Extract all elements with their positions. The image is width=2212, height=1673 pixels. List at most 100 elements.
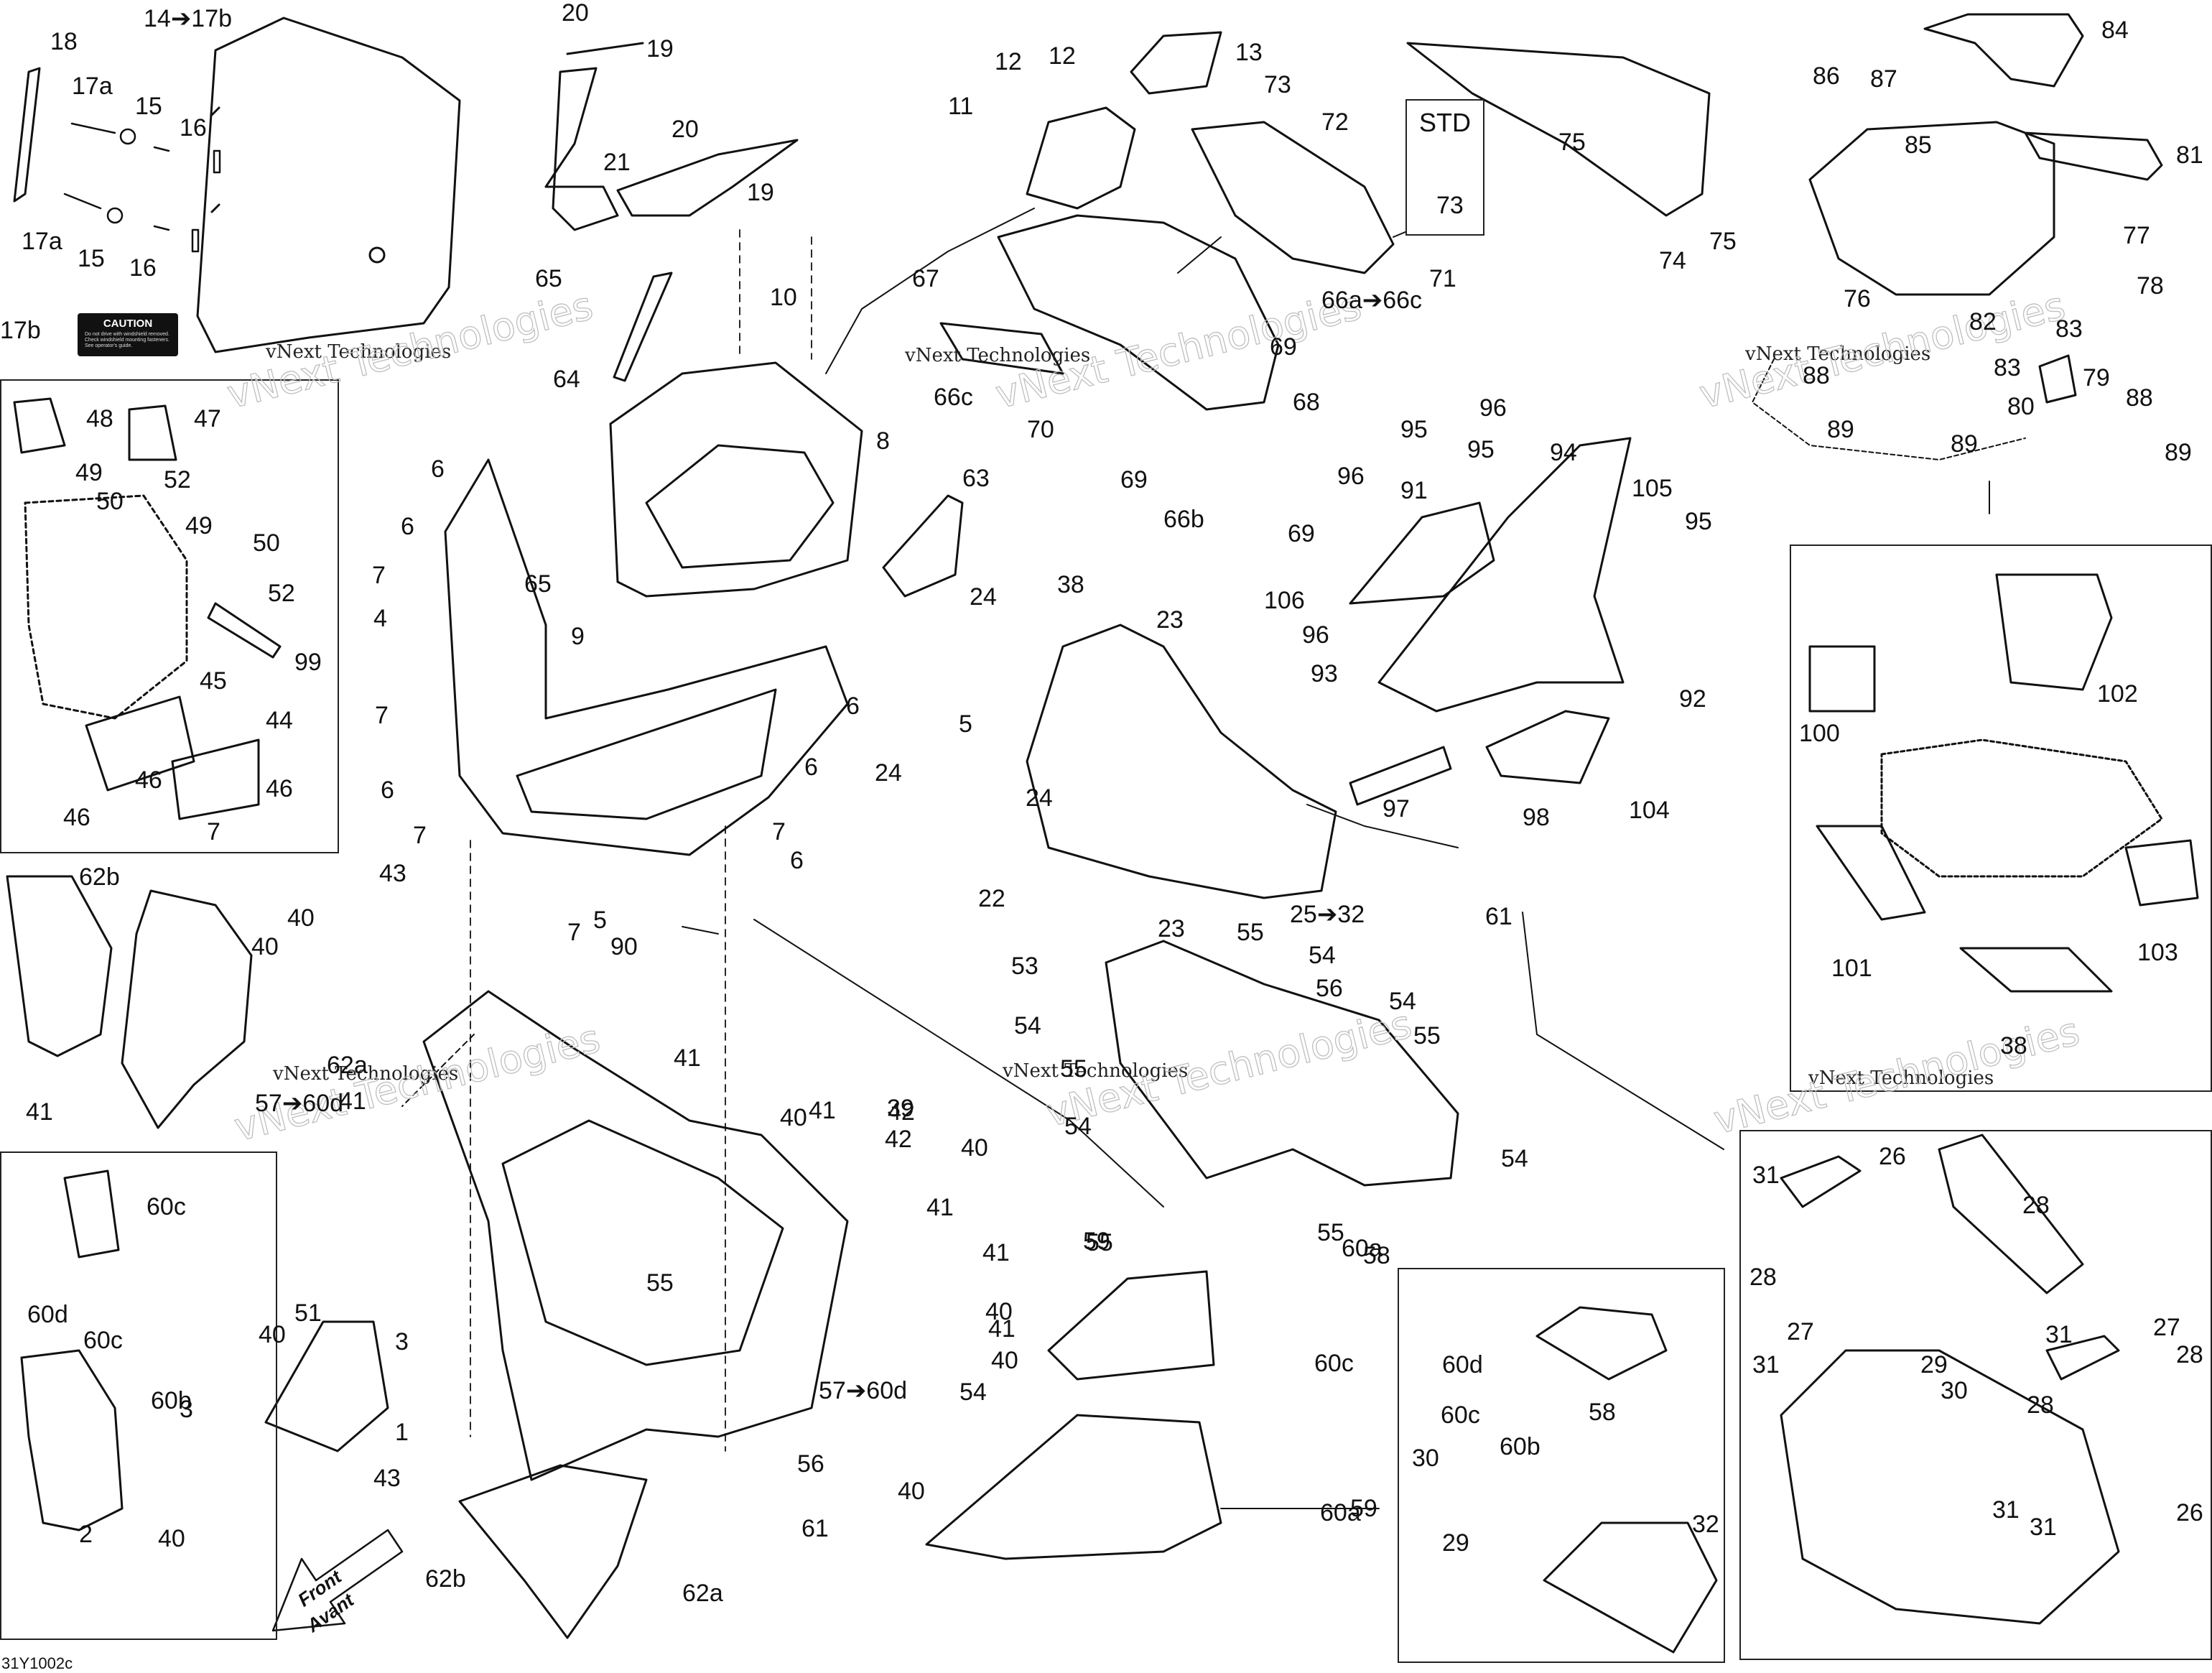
callout-label: 60a [1320, 1499, 1361, 1526]
part-58-lamp-housing-right [1543, 1521, 1718, 1654]
callout-label: 60c [147, 1193, 186, 1220]
callout-label: 90 [610, 933, 638, 960]
right-lower-detail-box [1739, 1130, 2212, 1660]
part-32-column [1938, 1134, 2084, 1294]
callout-label: 60b [1500, 1433, 1540, 1460]
callout-label: 80 [2007, 393, 2035, 420]
windshield-hardware [63, 122, 221, 253]
callout-label: 31 [1752, 1162, 1780, 1189]
callout-label: 73 [1264, 71, 1291, 98]
callout-label: 102 [2097, 680, 2138, 708]
callout-label: 28 [1749, 1264, 1777, 1291]
callout-label: 62a [682, 1580, 723, 1607]
callout-label: 40 [158, 1525, 185, 1552]
callout-label: 54 [1014, 1012, 1041, 1039]
part-99-strip [207, 602, 282, 659]
callout-label: 14➔17b [144, 5, 233, 32]
callout-label: 40 [259, 1321, 286, 1348]
callout-label: 24 [970, 583, 997, 611]
callout-label: 17b [0, 317, 41, 344]
callout-label: 48 [86, 405, 113, 432]
part-58-lamp-housing [20, 1349, 124, 1531]
bolt-19 [566, 42, 644, 55]
callout-label: 81 [2176, 142, 2203, 169]
callout-label: 59 [1350, 1495, 1377, 1522]
part-25-frame [1026, 624, 1337, 899]
callout-label: 52 [268, 580, 295, 607]
watermark: vNext Technologies [273, 1063, 459, 1085]
callout-label: 40 [898, 1478, 925, 1505]
callout-label: 84 [2101, 17, 2129, 44]
callout-label: 45 [200, 667, 227, 695]
callout-label: 41 [988, 1315, 1016, 1343]
caution-body: Do not drive with windshield removed. Ch… [85, 332, 169, 348]
part-98-strip [1349, 746, 1452, 806]
callout-label: 87 [1870, 65, 1897, 93]
callout-label: 58 [1589, 1399, 1616, 1426]
part-66c-grill [939, 322, 1064, 375]
callout-label: 44 [266, 707, 293, 734]
callout-label: 94 [1550, 439, 1577, 466]
callout-label: 104 [1629, 797, 1670, 824]
caution-title: CAUTION [103, 318, 153, 330]
windshield-fastener-marks [210, 106, 220, 213]
callout-label: 7 [413, 822, 427, 849]
part-21-bracket [544, 67, 619, 231]
part-61-cover-left [6, 875, 113, 1057]
callout-label: 55 [1317, 1219, 1344, 1246]
callout-label: 96 [1302, 621, 1329, 649]
callout-label: 75 [1709, 228, 1737, 255]
part-76-housing [1808, 121, 2055, 296]
callout-label: 20 [672, 116, 699, 143]
callout-label: 3 [395, 1328, 409, 1355]
callout-label: 46 [266, 775, 293, 802]
callout-label: 65 [524, 570, 552, 598]
callout-label: 40 [961, 1134, 988, 1162]
callout-label: 49 [185, 512, 213, 539]
callout-label: 38 [2000, 1032, 2027, 1060]
callout-label: 55 [1237, 919, 1264, 946]
callout-label: 24 [1026, 784, 1053, 812]
part-59-lamp [63, 1169, 120, 1259]
callout-label: 72 [1321, 108, 1349, 136]
callout-label: 68 [1293, 389, 1320, 416]
callout-label: 7 [372, 562, 386, 589]
std-title: STD [1419, 108, 1471, 137]
callout-label: 60c [1441, 1401, 1480, 1429]
callout-label: 93 [1311, 660, 1338, 687]
callout-label: 82 [1969, 308, 1997, 335]
callout-label: 71 [1429, 265, 1456, 292]
callout-label: 25➔32 [1290, 901, 1365, 928]
callout-label: 54 [959, 1378, 987, 1406]
callout-label: 50 [253, 529, 280, 557]
callout-label: 19 [646, 35, 674, 62]
callout-label: 43 [373, 1465, 401, 1492]
callout-label: 76 [1844, 285, 1871, 312]
part-79-clip [2038, 354, 2077, 404]
callout-label: 26 [1879, 1143, 1906, 1170]
callout-label: 31 [1992, 1496, 2020, 1524]
callout-label: 61 [1485, 903, 1512, 930]
callout-label: 57➔60d [255, 1090, 344, 1117]
callout-label: 66b [1163, 506, 1204, 533]
part-71-cover [1191, 121, 1395, 274]
part-100-duct [1816, 825, 1926, 921]
part-61-cover-right [1047, 1270, 1215, 1381]
callout-label: 29 [1442, 1529, 1469, 1557]
callout-label: 91 [1400, 477, 1428, 504]
part-90-side-panel [1377, 437, 1632, 713]
watermark: vNext Technologies [1745, 343, 1931, 365]
callout-label: 60c [83, 1327, 123, 1354]
callout-label: 17a [22, 228, 62, 255]
windshield [196, 17, 461, 353]
callout-label: 40 [251, 933, 279, 960]
part-57-headlamp-right [925, 1414, 1222, 1560]
callout-label: 54 [1501, 1145, 1528, 1172]
part-63-deflector [882, 494, 964, 598]
part-18-strip [13, 67, 41, 203]
front-arrow [271, 1529, 404, 1632]
callout-label: 16 [129, 254, 157, 282]
callout-label: 61 [801, 1515, 829, 1542]
callout-label: 96 [1337, 463, 1365, 490]
